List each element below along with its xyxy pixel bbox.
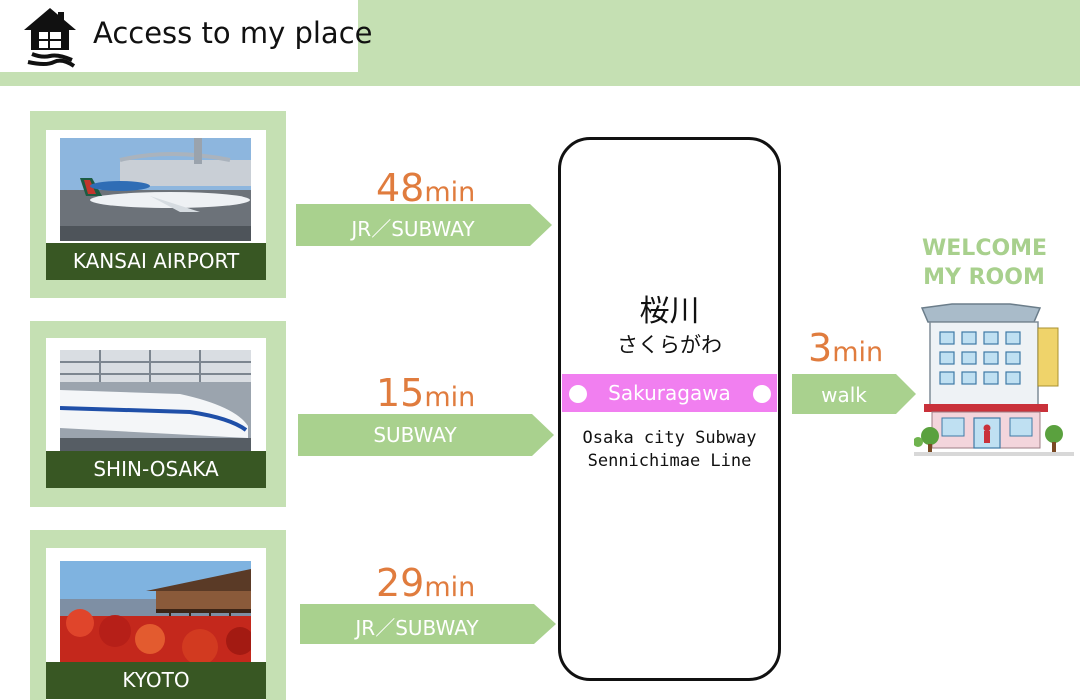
line-name-2: Sennichimae Line — [587, 451, 752, 471]
airplane-photo — [60, 138, 251, 241]
arrow-walk — [792, 374, 916, 414]
line-name-1: Osaka city Subway — [582, 428, 757, 448]
route-walk: walk — [821, 383, 867, 407]
time-walk-value: 3 — [808, 326, 833, 370]
temple-photo — [60, 561, 251, 662]
time-kyoto: 29min — [376, 561, 475, 605]
band-dot-right — [753, 385, 771, 403]
time-kansai-unit: min — [424, 177, 476, 208]
time-kyoto-unit: min — [424, 572, 476, 603]
bullet-train-photo — [60, 350, 251, 452]
arrow-shin-osaka — [298, 414, 554, 456]
time-shin-osaka-unit: min — [424, 382, 476, 413]
time-kansai: 48min — [376, 166, 475, 210]
time-walk: 3min — [808, 326, 883, 370]
hotel-building-illustration — [914, 303, 1074, 456]
time-walk-unit: min — [832, 337, 884, 368]
welcome-line-1: WELCOME — [922, 236, 1048, 261]
page-title: Access to my place — [93, 16, 373, 50]
station-name-kana: さくらがわ — [617, 333, 722, 357]
route-kansai: JR／SUBWAY — [351, 217, 475, 241]
origin-label-kyoto: KYOTO — [46, 662, 266, 699]
route-shin-osaka: SUBWAY — [373, 423, 457, 447]
station-name-band: Sakuragawa — [562, 374, 777, 412]
welcome-line-2: MY ROOM — [923, 265, 1045, 290]
time-shin-osaka: 15min — [376, 371, 475, 415]
band-dot-left — [569, 385, 587, 403]
time-shin-osaka-value: 15 — [376, 371, 425, 415]
time-kansai-value: 48 — [376, 166, 425, 210]
station-name-romaji: Sakuragawa — [608, 381, 731, 405]
station-name-kanji: 桜川 — [639, 294, 700, 329]
time-kyoto-value: 29 — [376, 561, 425, 605]
house-icon — [24, 8, 76, 68]
origin-label-shin-osaka: SHIN-OSAKA — [46, 451, 266, 488]
origin-label-kansai: KANSAI AIRPORT — [46, 243, 266, 280]
arrow-kansai — [296, 204, 552, 246]
arrow-kyoto — [300, 604, 556, 644]
route-kyoto: JR／SUBWAY — [355, 616, 479, 640]
title-box: Access to my place — [0, 0, 372, 72]
